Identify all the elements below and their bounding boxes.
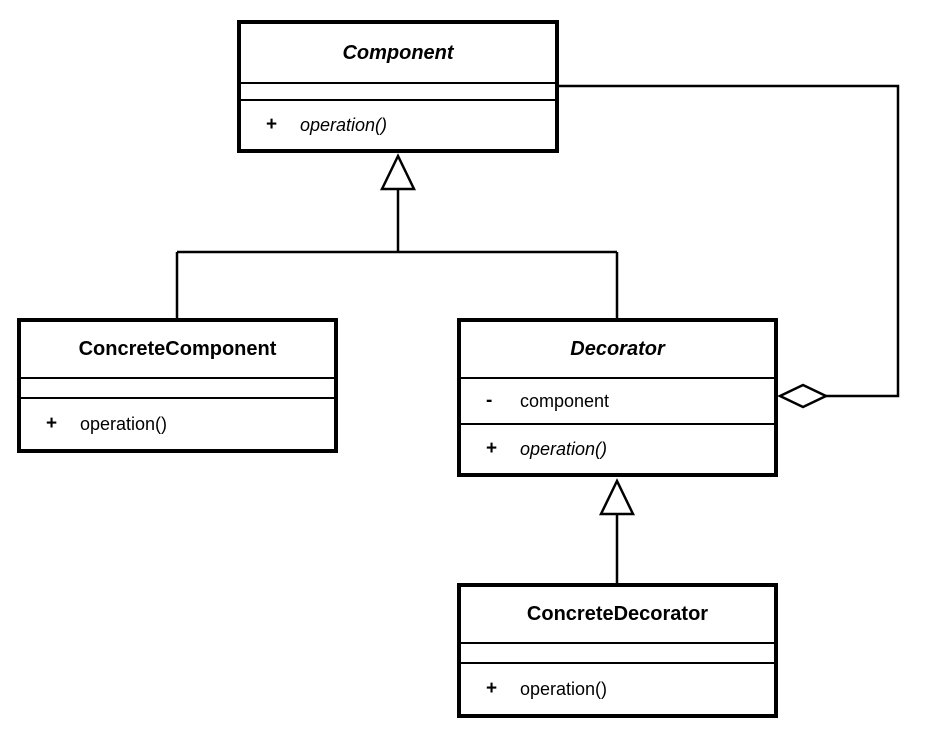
attribute-row: - component <box>461 390 774 412</box>
operations-compartment: + operation() <box>461 662 774 714</box>
operations-compartment: + operation() <box>241 99 555 149</box>
aggregation-decorator-component <box>559 84 900 409</box>
class-concrete-decorator: ConcreteDecorator + operation() <box>457 583 778 718</box>
class-name-label: ConcreteDecorator <box>526 603 709 625</box>
class-name-label: ConcreteComponent <box>78 338 277 360</box>
operation-name: operation() <box>80 413 168 434</box>
visibility-sign: + <box>266 114 278 135</box>
hollow-triangle-icon <box>380 153 416 191</box>
visibility-sign: - <box>486 390 493 411</box>
attributes-compartment <box>461 642 774 662</box>
operation-row: + operation() <box>241 114 555 136</box>
class-name-label: Decorator <box>570 338 665 360</box>
class-name: Decorator <box>461 322 774 377</box>
operation-row: + operation() <box>461 678 774 700</box>
class-name: ConcreteComponent <box>21 322 334 377</box>
visibility-sign: + <box>486 438 498 459</box>
generalization-to-component <box>175 153 619 318</box>
class-concrete-component: ConcreteComponent + operation() <box>17 318 338 453</box>
generalization-to-decorator <box>599 478 635 583</box>
attribute-name: component <box>520 390 610 411</box>
class-name: ConcreteDecorator <box>461 587 774 642</box>
operations-compartment: + operation() <box>21 397 334 449</box>
operation-name: operation() <box>300 114 388 135</box>
visibility-sign: + <box>486 678 498 699</box>
operation-row: + operation() <box>461 438 774 460</box>
class-name-label: Component <box>342 41 454 64</box>
attributes-compartment: - component <box>461 377 774 423</box>
operation-row: + operation() <box>21 413 334 435</box>
hollow-diamond-icon <box>777 383 829 409</box>
operation-name: operation() <box>520 678 608 699</box>
hollow-triangle-icon <box>599 478 635 516</box>
visibility-sign: + <box>46 413 58 434</box>
attributes-compartment <box>21 377 334 397</box>
class-decorator: Decorator - component + operation() <box>457 318 778 477</box>
operations-compartment: + operation() <box>461 423 774 473</box>
class-name: Component <box>241 24 555 82</box>
attributes-compartment <box>241 82 555 99</box>
operation-name: operation() <box>520 438 608 459</box>
class-component: Component + operation() <box>237 20 559 153</box>
